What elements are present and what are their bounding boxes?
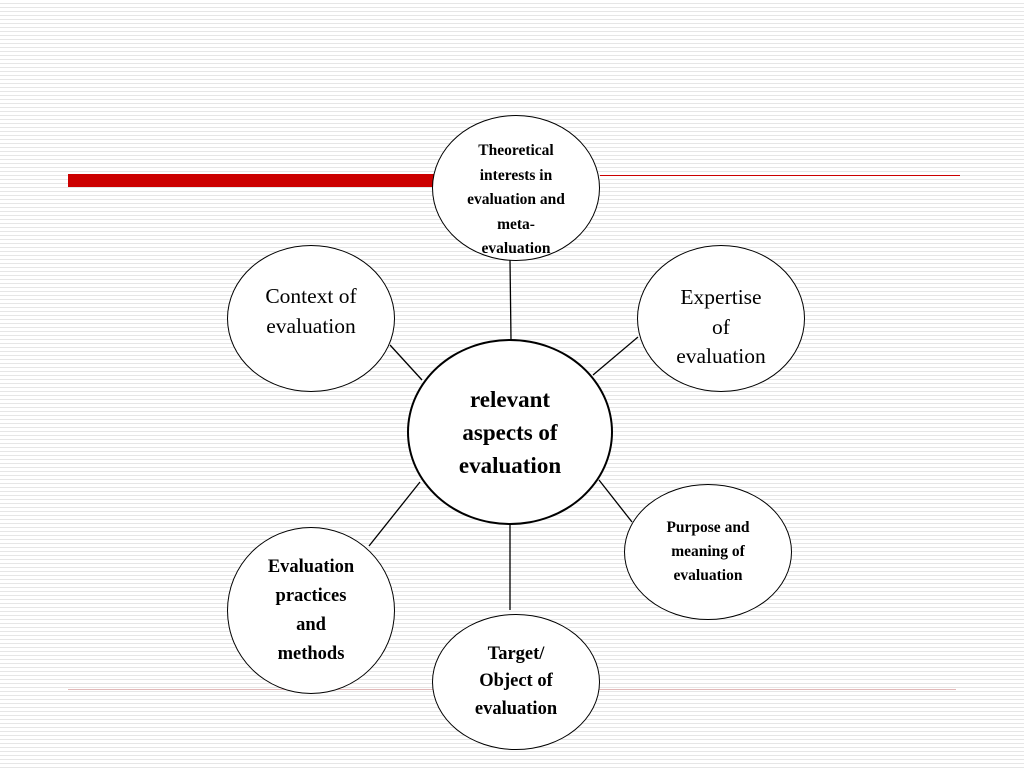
node-context-label: Context of evaluation (265, 284, 357, 338)
connector-context (389, 344, 423, 381)
center-node: relevant aspects of evaluation (407, 339, 613, 525)
connector-expertise (592, 336, 639, 376)
node-target: Target/ Object of evaluation (432, 614, 600, 750)
node-practices: Evaluation practices and methods (227, 527, 395, 694)
node-context: Context of evaluation (227, 245, 395, 392)
node-theoretical-interests: Theoretical interests in evaluation and … (432, 115, 600, 261)
node-expertise-label: Expertise of evaluation (676, 285, 766, 368)
connector-practices (368, 481, 421, 547)
connector-theory (509, 259, 512, 341)
node-purpose: Purpose and meaning of evaluation (624, 484, 792, 620)
title-rule (600, 175, 960, 176)
node-practices-label: Evaluation practices and methods (267, 556, 355, 664)
node-purpose-label: Purpose and meaning of evaluation (666, 519, 750, 584)
node-target-label: Target/ Object of evaluation (474, 643, 558, 719)
node-theoretical-interests-label: Theoretical interests in evaluation and … (467, 142, 565, 257)
title-accent-bar (68, 174, 436, 187)
center-node-label: relevant aspects of evaluation (458, 386, 562, 478)
node-expertise: Expertise of evaluation (637, 245, 805, 392)
connector-purpose (598, 479, 633, 523)
